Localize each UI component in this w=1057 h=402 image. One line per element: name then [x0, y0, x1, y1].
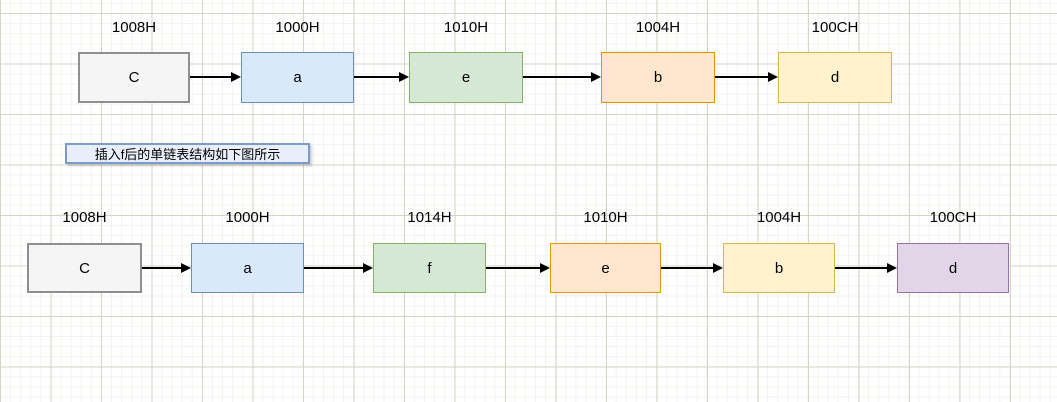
node-address: 1000H: [225, 209, 270, 226]
node-address: 1004H: [756, 209, 802, 226]
node-box: b: [723, 243, 835, 293]
connector-arrow-icon: [190, 72, 241, 82]
node-address: 1010H: [583, 209, 628, 226]
node-box: b: [601, 52, 715, 103]
node-value: e: [461, 69, 471, 86]
node-value: e: [601, 259, 610, 277]
node-value: b: [774, 259, 784, 277]
node-address: 100CH: [929, 209, 977, 226]
list-node: 1014H f: [373, 209, 486, 293]
node-value: C: [128, 69, 140, 86]
caption-box: 插入f后的单链表结构如下图所示: [65, 143, 310, 164]
list-node: 1010H e: [550, 209, 661, 293]
connector-arrow-icon: [661, 263, 723, 273]
node-box: f: [373, 243, 486, 293]
node-address: 1000H: [275, 19, 320, 36]
node-value: d: [830, 69, 840, 86]
list-node: 1010H e: [409, 19, 523, 103]
list-node: 1008H C: [78, 19, 190, 103]
node-box: a: [191, 243, 304, 293]
node-value: b: [653, 69, 663, 86]
node-box: d: [778, 52, 892, 103]
node-address: 100CH: [811, 19, 859, 36]
node-address: 1008H: [111, 19, 157, 36]
list-node: 1000H a: [241, 19, 354, 103]
node-address: 1014H: [407, 209, 452, 226]
node-value: d: [948, 259, 958, 277]
list-node: 100CH d: [778, 19, 892, 103]
node-value: a: [243, 259, 252, 277]
connector-arrow-icon: [523, 72, 601, 82]
caption-text: 插入f后的单链表结构如下图所示: [94, 147, 281, 162]
list-node: 1000H a: [191, 209, 304, 293]
node-box: C: [78, 52, 190, 103]
node-address: 1004H: [635, 19, 681, 36]
node-box: e: [409, 52, 523, 103]
list-node: 1004H b: [723, 209, 835, 293]
node-address: 1008H: [62, 209, 107, 226]
list-node: 1004H b: [601, 19, 715, 103]
connector-arrow-icon: [715, 72, 778, 82]
node-value: C: [79, 259, 90, 277]
node-address: 1010H: [443, 19, 489, 36]
connector-arrow-icon: [354, 72, 409, 82]
node-box: C: [27, 243, 142, 293]
list-node: 100CH d: [897, 209, 1009, 293]
node-value: f: [427, 259, 432, 277]
node-box: e: [550, 243, 661, 293]
node-value: a: [293, 69, 302, 86]
connector-arrow-icon: [142, 263, 191, 273]
connector-arrow-icon: [486, 263, 550, 273]
connector-arrow-icon: [304, 263, 373, 273]
node-box: d: [897, 243, 1009, 293]
connector-arrow-icon: [835, 263, 897, 273]
list-node: 1008H C: [27, 209, 142, 293]
node-box: a: [241, 52, 354, 103]
